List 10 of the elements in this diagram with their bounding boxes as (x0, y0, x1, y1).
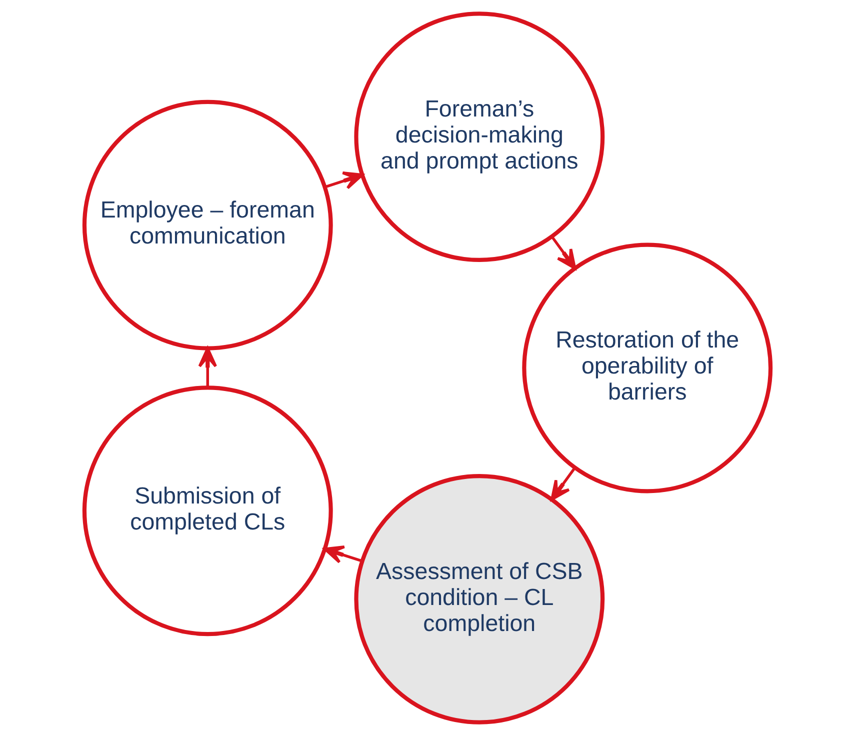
arrow (198, 347, 218, 388)
node-circle: Submission of completed CLs (82, 386, 333, 636)
arrow (324, 171, 364, 190)
arrow (550, 467, 576, 501)
node-circle: Employee – foreman communication (82, 100, 333, 350)
arrow (550, 236, 576, 270)
node-circle: Assessment of CSB condition – CL completion (354, 474, 605, 724)
node-circle: Foreman’s decision-making and prompt actions (354, 12, 605, 262)
arrow (324, 546, 363, 564)
node-circle: Restoration of the operability of barriers (522, 242, 773, 494)
